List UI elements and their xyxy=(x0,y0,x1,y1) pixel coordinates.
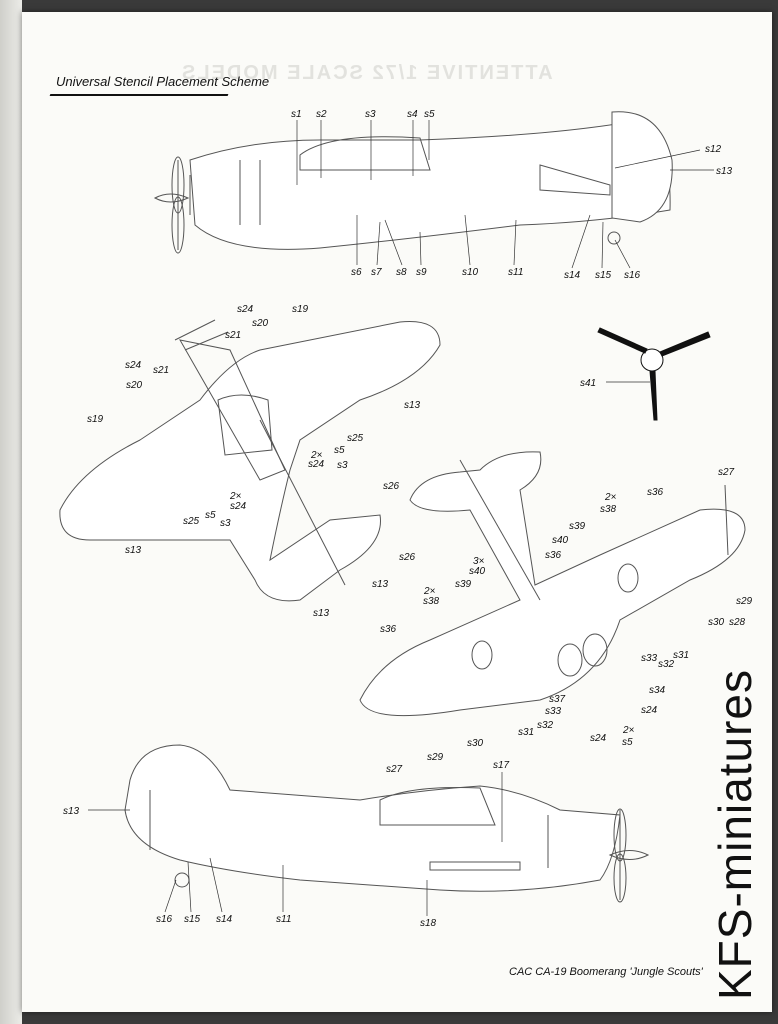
label-s33: s33 xyxy=(641,653,658,664)
binding-edge xyxy=(0,0,22,1024)
label-s15: s15 xyxy=(595,270,612,281)
label-s19: s19 xyxy=(292,304,309,315)
label-s32: s32 xyxy=(537,720,554,731)
label-s7: s7 xyxy=(371,267,382,278)
label-s39: s39 xyxy=(569,521,586,532)
label-s5: s5 xyxy=(334,445,345,456)
label-s36: s36 xyxy=(647,487,664,498)
label-s36: s36 xyxy=(380,624,397,635)
label-s31: s31 xyxy=(673,650,689,661)
label-s3: s3 xyxy=(337,460,348,471)
label-s5: s5 xyxy=(424,109,435,120)
label-s26: s26 xyxy=(399,552,416,563)
label-2x: 2× xyxy=(604,492,617,503)
page-title: Universal Stencil Placement Scheme xyxy=(56,74,270,89)
labels-side-bottom: s17 s13 s16 s15 s14 s11 s18 xyxy=(63,760,510,929)
label-s33: s33 xyxy=(545,706,562,717)
labels-side-top: s1 s2 s3 s4 s5 s12 s13 s6 s7 s8 s9 s10 s… xyxy=(291,109,733,281)
label-s37: s37 xyxy=(549,694,566,705)
leader-lines xyxy=(88,120,714,916)
label-s36: s36 xyxy=(545,550,562,561)
label-s38: s38 xyxy=(600,504,617,515)
label-s5: s5 xyxy=(205,510,216,521)
label-3x: 3× xyxy=(473,556,485,567)
label-s13: s13 xyxy=(404,400,421,411)
label-s16: s16 xyxy=(624,270,641,281)
labels-under-view: s27 s26 s36 2× s38 s39 s40 s36 3× s40 2×… xyxy=(380,467,753,775)
label-s25: s25 xyxy=(347,433,364,444)
label-s34: s34 xyxy=(649,685,666,696)
label-s6: s6 xyxy=(351,267,362,278)
label-s21: s21 xyxy=(153,365,169,376)
label-s9: s9 xyxy=(416,267,427,278)
label-2x: 2× xyxy=(310,450,323,461)
label-2x: 2× xyxy=(229,491,242,502)
label-s17: s17 xyxy=(493,760,510,771)
label-s24: s24 xyxy=(308,459,325,470)
label-s14: s14 xyxy=(216,914,233,925)
label-2x: 2× xyxy=(423,586,436,597)
label-s27: s27 xyxy=(718,467,735,478)
label-s13: s13 xyxy=(313,608,330,619)
label-s1: s1 xyxy=(291,109,302,120)
watermark: KFS-miniatures xyxy=(709,669,761,1000)
label-s28: s28 xyxy=(729,617,746,628)
label-s25: s25 xyxy=(183,516,200,527)
label-s3: s3 xyxy=(365,109,376,120)
label-s20: s20 xyxy=(252,318,269,329)
side-view-top xyxy=(153,111,673,254)
label-s40: s40 xyxy=(469,566,486,577)
label-s41: s41 xyxy=(580,378,596,389)
label-s38: s38 xyxy=(423,596,440,607)
label-s40: s40 xyxy=(552,535,569,546)
label-s20: s20 xyxy=(126,380,143,391)
label-s19: s19 xyxy=(87,414,104,425)
label-s24: s24 xyxy=(590,733,607,744)
label-s24: s24 xyxy=(230,501,247,512)
label-s13: s13 xyxy=(125,545,142,556)
label-s16: s16 xyxy=(156,914,173,925)
under-view xyxy=(359,451,746,717)
label-s12: s12 xyxy=(705,144,722,155)
label-s13: s13 xyxy=(716,166,733,177)
label-s30: s30 xyxy=(708,617,725,628)
label-s29: s29 xyxy=(736,596,753,607)
label-s21: s21 xyxy=(225,330,241,341)
label-s24: s24 xyxy=(237,304,254,315)
label-s5: s5 xyxy=(622,737,633,748)
label-s13: s13 xyxy=(63,806,80,817)
label-s11: s11 xyxy=(508,267,523,278)
label-2x: 2× xyxy=(622,725,635,736)
side-view-bottom xyxy=(124,744,650,903)
label-s30: s30 xyxy=(467,738,484,749)
label-s29: s29 xyxy=(427,752,444,763)
labels-top-view: s24 s19 s20 s21 s24 s21 s20 s19 s13 s25 … xyxy=(87,304,421,619)
top-view xyxy=(59,319,441,602)
label-s2: s2 xyxy=(316,109,327,120)
label-s32: s32 xyxy=(658,659,675,670)
label-s14: s14 xyxy=(564,270,581,281)
label-s11: s11 xyxy=(276,914,291,925)
label-s39: s39 xyxy=(455,579,472,590)
label-s10: s10 xyxy=(462,267,479,278)
footer-caption: CAC CA-19 Boomerang 'Jungle Scouts' xyxy=(509,966,703,978)
label-s24: s24 xyxy=(641,705,658,716)
label-s26: s26 xyxy=(383,481,400,492)
label-s15: s15 xyxy=(184,914,201,925)
label-s3: s3 xyxy=(220,518,231,529)
label-s4: s4 xyxy=(407,109,418,120)
label-s8: s8 xyxy=(396,267,407,278)
label-s13: s13 xyxy=(372,579,389,590)
label-s27: s27 xyxy=(386,764,403,775)
label-s24: s24 xyxy=(125,360,142,371)
label-s18: s18 xyxy=(420,918,437,929)
propeller-view xyxy=(597,327,711,421)
label-s31: s31 xyxy=(518,727,534,738)
